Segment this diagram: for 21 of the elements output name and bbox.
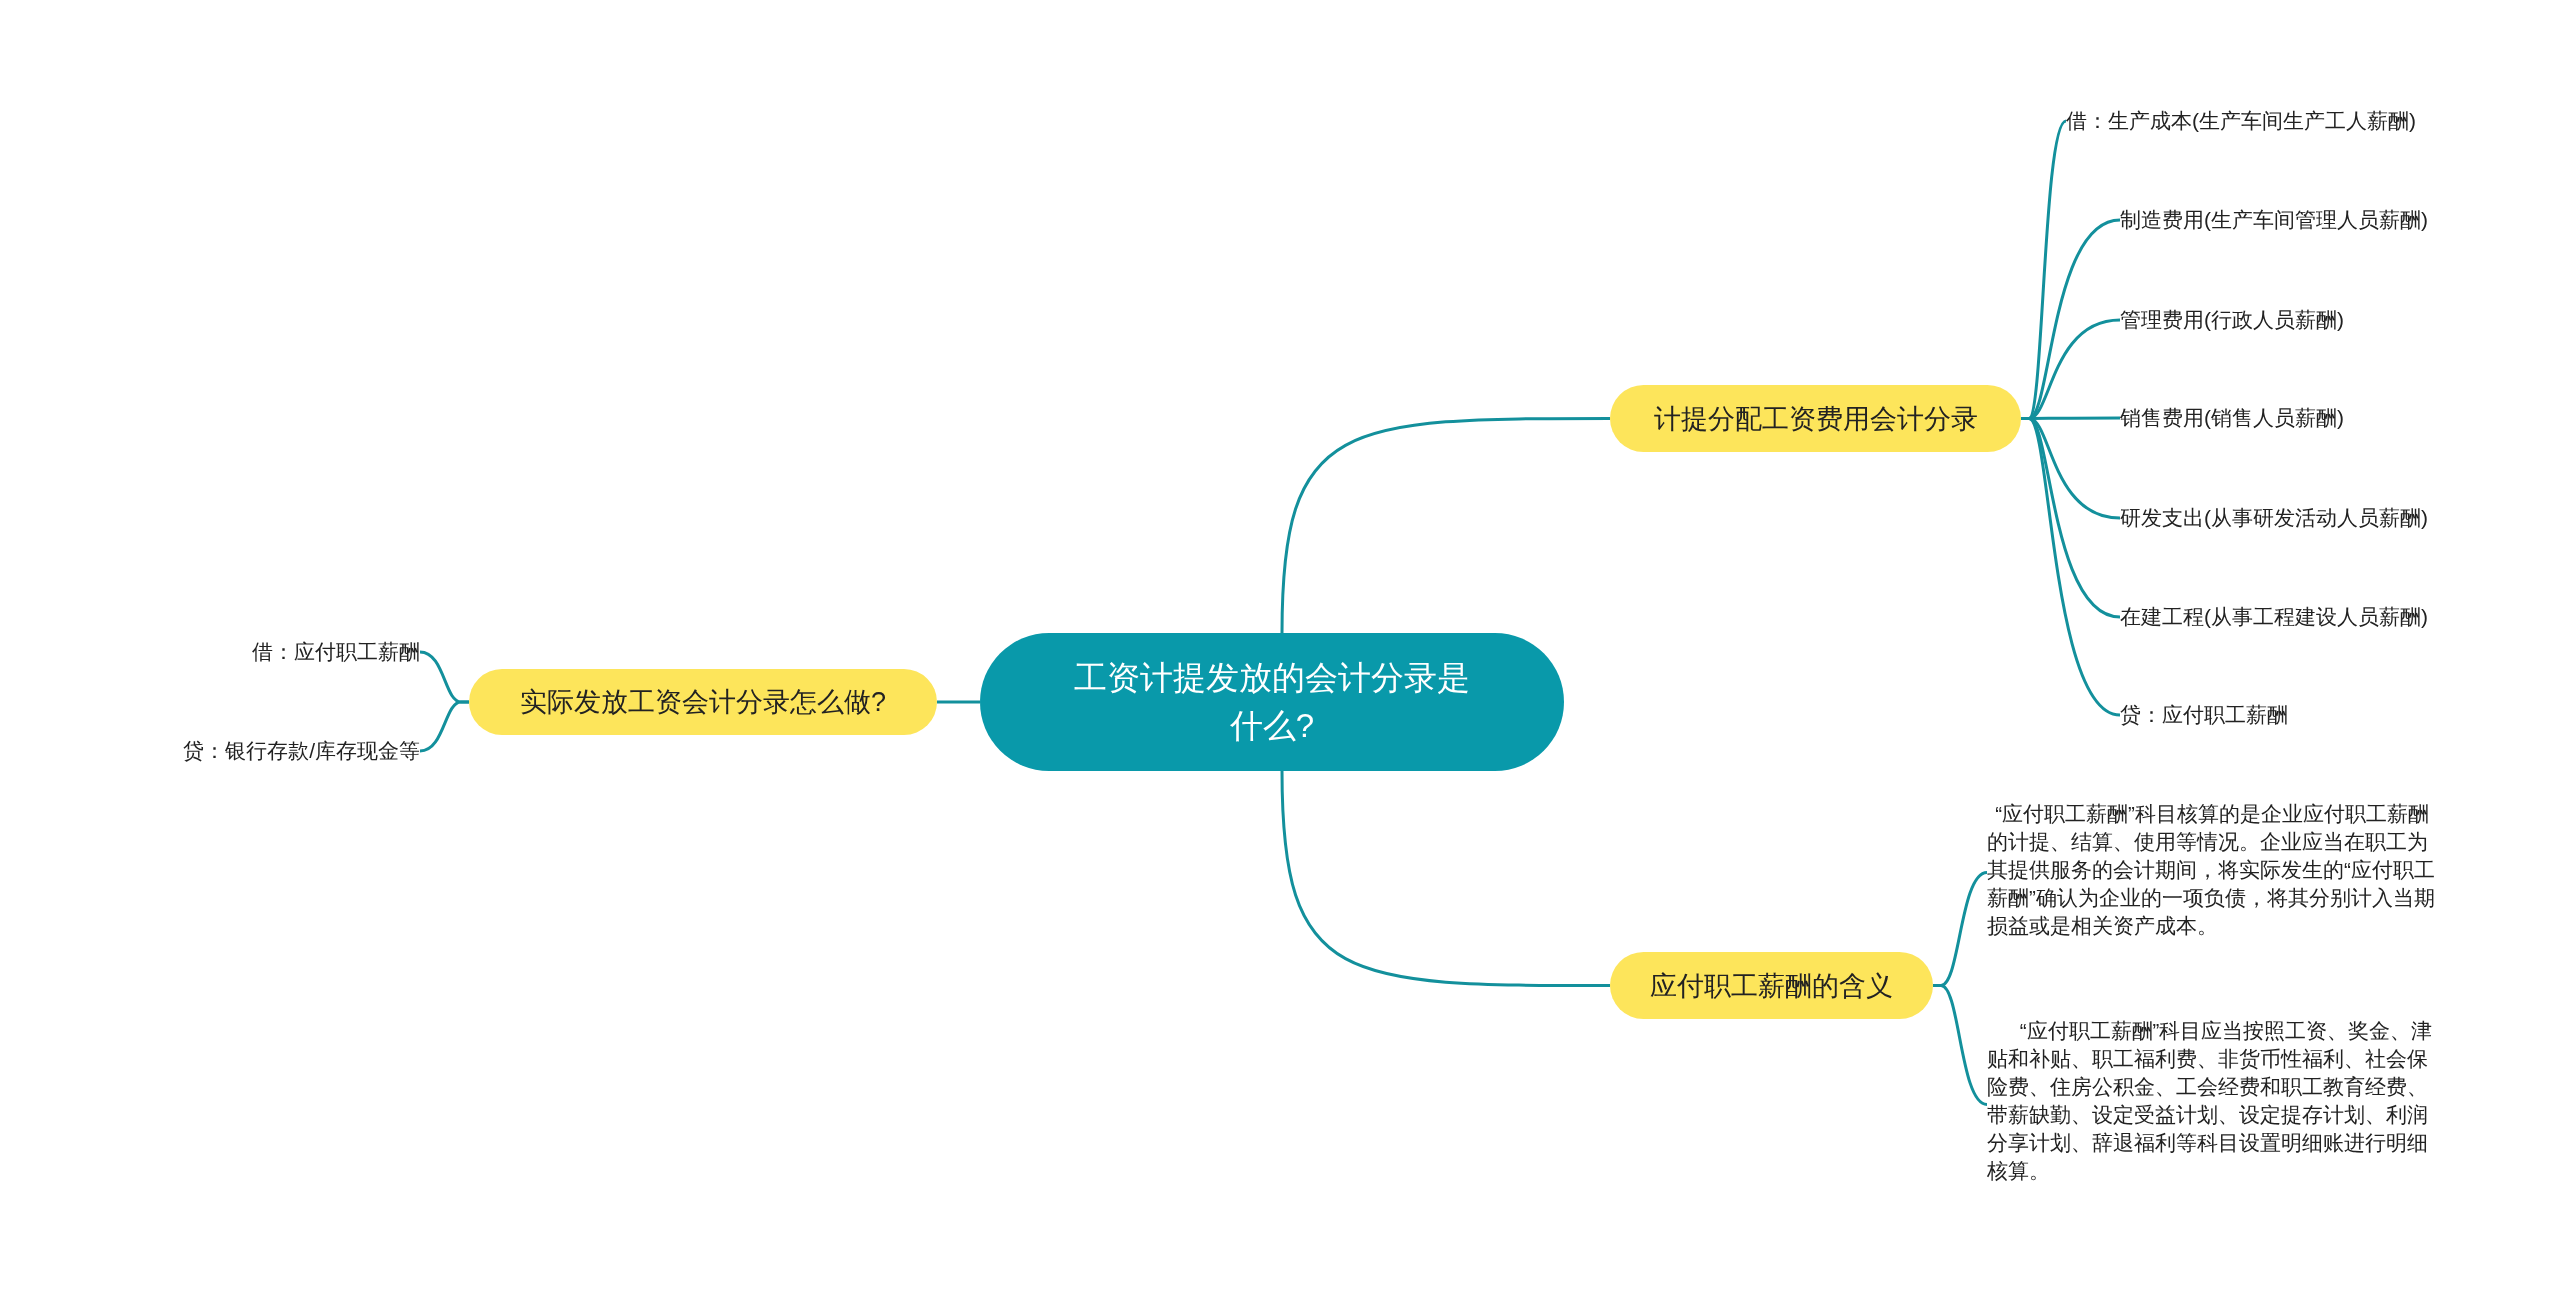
- connector-line: [1280, 417, 1610, 634]
- leaf-text: 贷：银行存款/库存现金等: [120, 736, 420, 766]
- leaf-text: 销售费用(销售人员薪酬): [2120, 403, 2520, 433]
- paragraph-text: “应付职工薪酬”科目核算的是企业应付职工薪酬的计提、结算、使用等情况。企业应当在职工为其提供服务的会计期间，将实际发生的“应付职工薪酬”确认为企业的一项负债，将其分别计入当期损益或是相关资产成本。: [1987, 800, 2442, 945]
- connector-line: [1933, 984, 1988, 1106]
- leaf-text: 研发支出(从事研发活动人员薪酬): [2120, 503, 2520, 533]
- connector-line: [419, 700, 469, 753]
- leaf-text: 在建工程(从事工程建设人员薪酬): [2120, 602, 2520, 632]
- topic-pill: 计提分配工资费用会计分录: [1610, 385, 2021, 452]
- leaf-text: 借：生产成本(生产车间生产工人薪酬): [2066, 106, 2486, 136]
- leaf-text: 贷：应付职工薪酬: [2120, 700, 2520, 730]
- paragraph-text: “应付职工薪酬”科目应当按照工资、奖金、津贴和补贴、职工福利费、非货币性福利、社会保险费、住房公积金、工会经费和职工教育经费、带薪缺勤、设定受益计划、设定提存计划、利润分享计划、辞退福利等科目设置明细账进行明细核算。: [1987, 1017, 2442, 1192]
- connector-line: [1280, 770, 1610, 987]
- leaf-text: 管理费用(行政人员薪酬): [2120, 305, 2520, 335]
- central-topic: 工资计提发放的会计分录是什么?: [980, 633, 1564, 771]
- leaf-text: 制造费用(生产车间管理人员薪酬): [2120, 205, 2520, 235]
- topic-pill: 实际发放工资会计分录怎么做?: [469, 669, 937, 735]
- leaf-text: 借：应付职工薪酬: [120, 637, 420, 667]
- connector-line: [937, 700, 980, 704]
- topic-pill: 应付职工薪酬的含义: [1610, 952, 1933, 1019]
- connector-line: [2021, 417, 2121, 717]
